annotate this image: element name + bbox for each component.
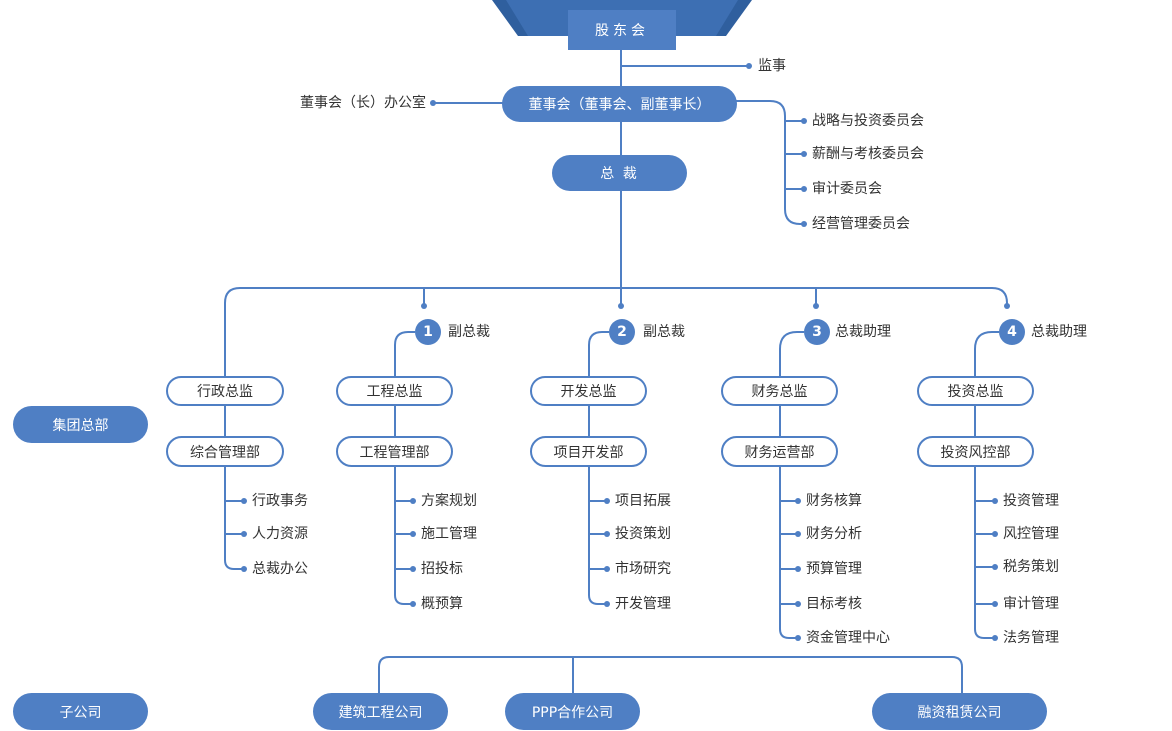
function-label: 预算管理 <box>806 561 862 577</box>
vp-title-label: 副总裁 <box>643 324 685 340</box>
function-label: 投资管理 <box>1003 493 1059 509</box>
function-label: 市场研究 <box>615 561 671 577</box>
director-node: 开发总监 <box>530 376 647 406</box>
function-label: 目标考核 <box>806 596 862 612</box>
hq-section-label: 集团总部 <box>13 406 148 443</box>
department-node: 工程管理部 <box>336 436 453 467</box>
function-label: 风控管理 <box>1003 526 1059 542</box>
function-label: 财务核算 <box>806 493 862 509</box>
shareholders-node: 股东会 <box>568 10 676 50</box>
director-node: 工程总监 <box>336 376 453 406</box>
function-label: 施工管理 <box>421 526 477 542</box>
board-office-label: 董事会（长）办公室 <box>300 95 426 111</box>
board-node: 董事会（董事会、副董事长） <box>502 86 737 122</box>
director-node: 投资总监 <box>917 376 1034 406</box>
department-node: 投资风控部 <box>917 436 1034 467</box>
committee-label: 审计委员会 <box>812 181 882 197</box>
vp-title-label: 副总裁 <box>448 324 490 340</box>
function-label: 总裁办公 <box>252 561 308 577</box>
department-node: 财务运营部 <box>721 436 838 467</box>
president-node: 总 裁 <box>552 155 687 191</box>
department-node: 综合管理部 <box>166 436 284 467</box>
vp-title-label: 总裁助理 <box>1031 324 1087 340</box>
vp-number-badge: 4 <box>999 319 1025 345</box>
department-node: 项目开发部 <box>530 436 647 467</box>
function-label: 税务策划 <box>1003 559 1059 575</box>
supervisor-label: 监事 <box>758 58 786 74</box>
function-label: 开发管理 <box>615 596 671 612</box>
subsidiary-node: 建筑工程公司 <box>313 693 448 730</box>
function-label: 方案规划 <box>421 493 477 509</box>
vp-number-badge: 2 <box>609 319 635 345</box>
subsidiary-node: 融资租赁公司 <box>872 693 1047 730</box>
subsidiary-node: PPP合作公司 <box>505 693 640 730</box>
function-label: 资金管理中心 <box>806 630 890 646</box>
function-label: 审计管理 <box>1003 596 1059 612</box>
director-node: 财务总监 <box>721 376 838 406</box>
function-label: 项目拓展 <box>615 493 671 509</box>
vp-number-badge: 3 <box>804 319 830 345</box>
function-label: 投资策划 <box>615 526 671 542</box>
director-node: 行政总监 <box>166 376 284 406</box>
function-label: 概预算 <box>421 596 463 612</box>
function-label: 招投标 <box>421 561 463 577</box>
function-label: 行政事务 <box>252 493 308 509</box>
vp-title-label: 总裁助理 <box>835 324 891 340</box>
committee-label: 经营管理委员会 <box>812 216 910 232</box>
committee-label: 战略与投资委员会 <box>812 113 924 129</box>
function-label: 人力资源 <box>252 526 308 542</box>
vp-number-badge: 1 <box>415 319 441 345</box>
committee-label: 薪酬与考核委员会 <box>812 146 924 162</box>
subsidiaries-section-label: 子公司 <box>13 693 148 730</box>
function-label: 财务分析 <box>806 526 862 542</box>
function-label: 法务管理 <box>1003 630 1059 646</box>
